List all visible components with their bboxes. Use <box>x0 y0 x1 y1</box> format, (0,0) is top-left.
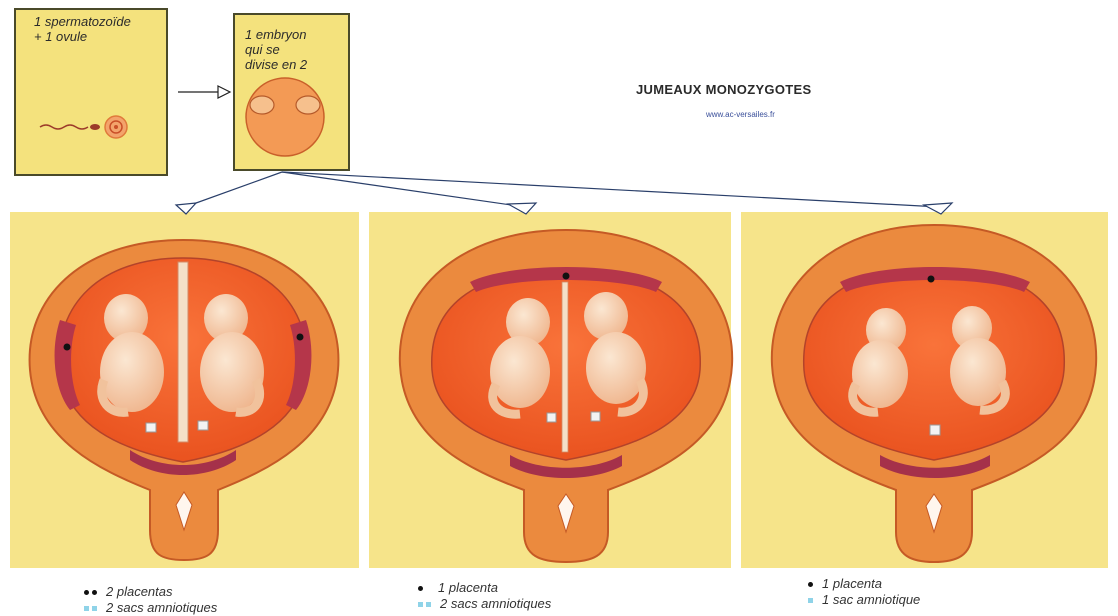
placenta-legend-icon <box>808 582 813 587</box>
ovum-icon <box>105 116 127 138</box>
caption-placenta: 2 placentas <box>106 584 173 600</box>
amnion-mark-right <box>198 421 208 430</box>
amnion-legend-icon <box>808 598 813 603</box>
uterus-dichorionic <box>30 240 339 560</box>
amnion-mark-left <box>146 423 156 432</box>
placenta-legend-icon <box>84 590 89 595</box>
caption-monochorionic-diamniotic: 1 placenta 2 sacs amniotiques <box>418 580 551 612</box>
uterus-monoamniotic <box>772 225 1096 562</box>
caption-monoamniotic: 1 placenta 1 sac amniotique <box>808 576 920 608</box>
placenta-dot-right <box>297 334 304 341</box>
caption-placenta: 1 placenta <box>822 576 882 592</box>
caption-sacs: 2 sacs amniotiques <box>106 600 217 616</box>
sperm-icon <box>40 124 100 130</box>
caption-dichorionic: 2 placentas 2 sacs amniotiques <box>84 584 217 616</box>
placenta-dot <box>928 276 935 283</box>
placenta-legend-icon <box>92 590 97 595</box>
placenta-dot-left <box>64 344 71 351</box>
placenta-dot <box>563 273 570 280</box>
arrow-zygote-to-embryo <box>178 86 230 98</box>
amnion-legend-icon <box>426 602 431 607</box>
amnion-mark-right <box>591 412 600 421</box>
branch-arrows <box>176 172 952 214</box>
caption-sacs: 1 sac amniotique <box>822 592 920 608</box>
dividing-embryo-icon <box>246 78 324 156</box>
uterus-monochorionic-diamniotic <box>400 230 732 562</box>
caption-sacs: 2 sacs amniotiques <box>440 596 551 612</box>
amnion-legend-icon <box>418 602 423 607</box>
placenta-legend-icon <box>418 586 423 591</box>
amnion-mark <box>930 425 940 435</box>
amnion-legend-icon <box>92 606 97 611</box>
amnion-mark-left <box>547 413 556 422</box>
amnion-legend-icon <box>84 606 89 611</box>
caption-placenta: 1 placenta <box>438 580 498 596</box>
